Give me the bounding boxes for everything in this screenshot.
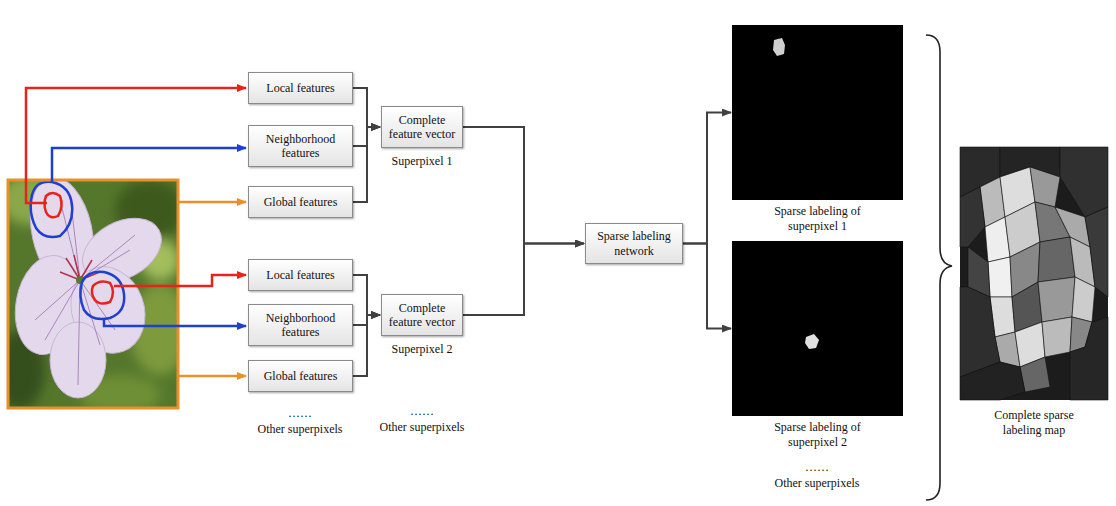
vector-box: Complete feature vectorSuperpixel 2	[381, 294, 463, 336]
illustration-part	[35, 195, 135, 385]
illustration-part	[45, 193, 62, 217]
illustration-part	[80, 280, 115, 330]
box-text: Local features	[266, 81, 334, 95]
sparse-label-image: Sparse labeling of superpixel 1	[732, 25, 903, 200]
illustration-part	[960, 362, 1025, 400]
flow-arrow	[683, 244, 731, 329]
illustration-part	[1060, 147, 1108, 217]
illustration-part	[104, 319, 246, 326]
flow-arrow	[683, 113, 731, 244]
box-text: Complete feature vector	[387, 301, 457, 330]
feature-arrows	[26, 88, 246, 376]
vector-box: Complete feature vectorSuperpixel 1	[381, 106, 463, 148]
ellipsis-note: Other superpixels	[347, 420, 497, 434]
photo-frame	[8, 180, 178, 408]
illustration-part	[1038, 277, 1075, 322]
ellipsis-note: Other superpixels	[742, 476, 892, 490]
illustration-part	[45, 280, 80, 340]
illustration-part	[1030, 167, 1060, 207]
ellipsis-note: ……	[742, 460, 892, 474]
flower-photo	[8, 180, 178, 408]
illustration-part	[8, 180, 172, 398]
illustration-part	[52, 148, 246, 182]
illustration-part	[80, 272, 124, 319]
feature-box: Global features	[248, 360, 353, 392]
ellipsis-note: Other superpixels	[225, 422, 375, 436]
illustration-part	[35, 280, 80, 320]
box-text: Neighborhood features	[254, 132, 347, 161]
ellipsis-note: ……	[225, 406, 375, 420]
illustration-part	[26, 88, 246, 203]
illustration-part	[1070, 317, 1108, 400]
box-text: Global features	[264, 369, 338, 383]
ellipsis-note: ……	[347, 404, 497, 418]
illustration-part	[1042, 317, 1072, 357]
box-text: Neighborhood features	[254, 311, 347, 340]
caption-text: Sparse labeling of superpixel 2	[753, 420, 883, 450]
box-text: Complete feature vector	[387, 113, 457, 142]
superpixel-blob-2	[805, 334, 819, 349]
box-text: Global features	[264, 195, 338, 209]
illustration-part	[988, 257, 1012, 297]
illustration-part	[80, 280, 100, 345]
flow-arrow	[353, 127, 380, 202]
illustration-part	[960, 187, 985, 247]
feature-box: Local features	[248, 259, 353, 291]
flow-arrow	[463, 127, 584, 244]
caption-text: Superpixel 1	[372, 154, 472, 169]
illustration-part	[960, 287, 1000, 377]
illustration-part	[178, 375, 246, 378]
feature-box: Local features	[248, 72, 353, 104]
illustration-part	[92, 282, 113, 304]
complete-map-image: Complete sparse labeling map	[960, 147, 1108, 400]
superpixel-blob-1	[773, 38, 785, 56]
network-box: Sparse labeling network	[585, 223, 683, 264]
box-text: Sparse labeling network	[591, 229, 677, 258]
caption-text: Complete sparse labeling map	[979, 408, 1089, 438]
illustration-part	[31, 182, 73, 237]
caption-text: Sparse labeling of superpixel 1	[753, 204, 883, 234]
sparse-map-2	[732, 241, 903, 416]
curly-brace	[926, 35, 952, 500]
sparse-map-1	[732, 25, 903, 200]
illustration-part	[1085, 207, 1108, 297]
illustration-part	[114, 275, 246, 286]
flow-arrow	[463, 244, 584, 316]
illustration-part	[178, 201, 246, 204]
feature-box: Global features	[248, 186, 353, 218]
flow-arrow	[353, 275, 380, 315]
sparse-label-image: Sparse labeling of superpixel 2	[732, 241, 903, 416]
illustration-part	[960, 147, 1108, 400]
illustration-part	[60, 200, 80, 280]
feature-box: Neighborhood features	[248, 125, 353, 167]
flow-arrow	[353, 315, 380, 376]
caption-text: Superpixel 2	[372, 342, 472, 357]
illustration-part	[1038, 237, 1075, 282]
complete-map	[960, 147, 1108, 400]
box-text: Local features	[266, 268, 334, 282]
feature-box: Neighborhood features	[248, 304, 353, 346]
flow-arrow	[353, 88, 380, 127]
illustration-part	[1020, 357, 1050, 392]
illustration-part	[50, 322, 106, 398]
illustration-part	[1072, 277, 1095, 322]
illustration-part	[960, 147, 1108, 400]
